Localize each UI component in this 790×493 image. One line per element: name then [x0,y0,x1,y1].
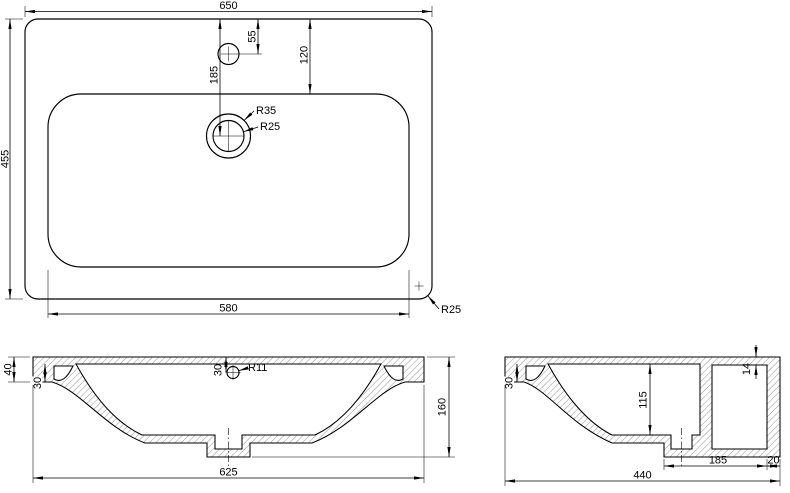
dim-30-front-label: 30 [32,377,44,389]
callout-r25-corner: R25 [427,295,461,316]
top-view: 650 455 55 185 120 R35 [0,0,461,318]
r11-label: R11 [248,362,267,374]
dim-455: 455 [0,18,23,300]
label-backing [32,376,43,390]
side-section-material [504,356,781,458]
dim-185-top: 185 [209,19,222,136]
dim-14-label: 14 [741,363,753,375]
dim-20-label: 20 [767,455,779,467]
r25-inner-label: R25 [260,121,280,133]
dim-30-side-label: 30 [504,377,516,389]
dim-55-label: 55 [247,30,259,42]
dim-115-label: 115 [638,391,650,409]
front-section-material [32,356,425,458]
dim-30-front-rim: 30 [32,364,47,390]
dim-20: 20 [767,455,780,468]
dim-14: 14 [741,345,758,379]
leader-line [427,295,440,310]
dim-625-label: 625 [219,467,237,479]
leader-line [243,126,259,133]
dim-185-side-label: 185 [709,455,727,467]
dim-30-overflow: 30 [213,357,228,376]
dim-440-label: 440 [633,470,651,482]
side-section-view: 30 115 14 185 20 440 [504,345,781,486]
dim-40-label: 40 [3,363,15,375]
callout-r11: R11 [238,362,267,374]
dim-55: 55 [247,19,260,54]
label-backing [504,376,514,390]
callout-r25-inner: R25 [243,121,280,133]
dim-440: 440 [504,385,781,486]
dim-120: 120 [299,19,312,94]
dim-115: 115 [638,364,652,435]
callout-r35: R35 [243,105,276,121]
dim-185-side: 185 [663,455,768,470]
dim-650-label: 650 [219,0,237,12]
dim-160-label: 160 [437,398,449,416]
dim-650: 650 [24,0,433,17]
r25-corner-label: R25 [441,304,461,316]
dim-160: 160 [252,356,455,458]
leader-line [238,366,249,372]
dim-30-side-rim: 30 [504,364,519,390]
r35-label: R35 [256,105,276,117]
dim-40: 40 [3,356,30,383]
dim-185-label: 185 [209,66,221,84]
basin-bowl-outline [47,93,410,268]
dim-455-label: 455 [0,150,12,168]
front-section-view: 30 R11 40 30 160 [3,356,455,483]
dim-120-label: 120 [299,46,311,64]
dim-580-label: 580 [219,303,237,315]
dim-580: 580 [47,270,410,318]
dim-625: 625 [32,385,425,483]
dim-30-overflow-label: 30 [213,364,225,376]
leader-line [243,110,255,121]
